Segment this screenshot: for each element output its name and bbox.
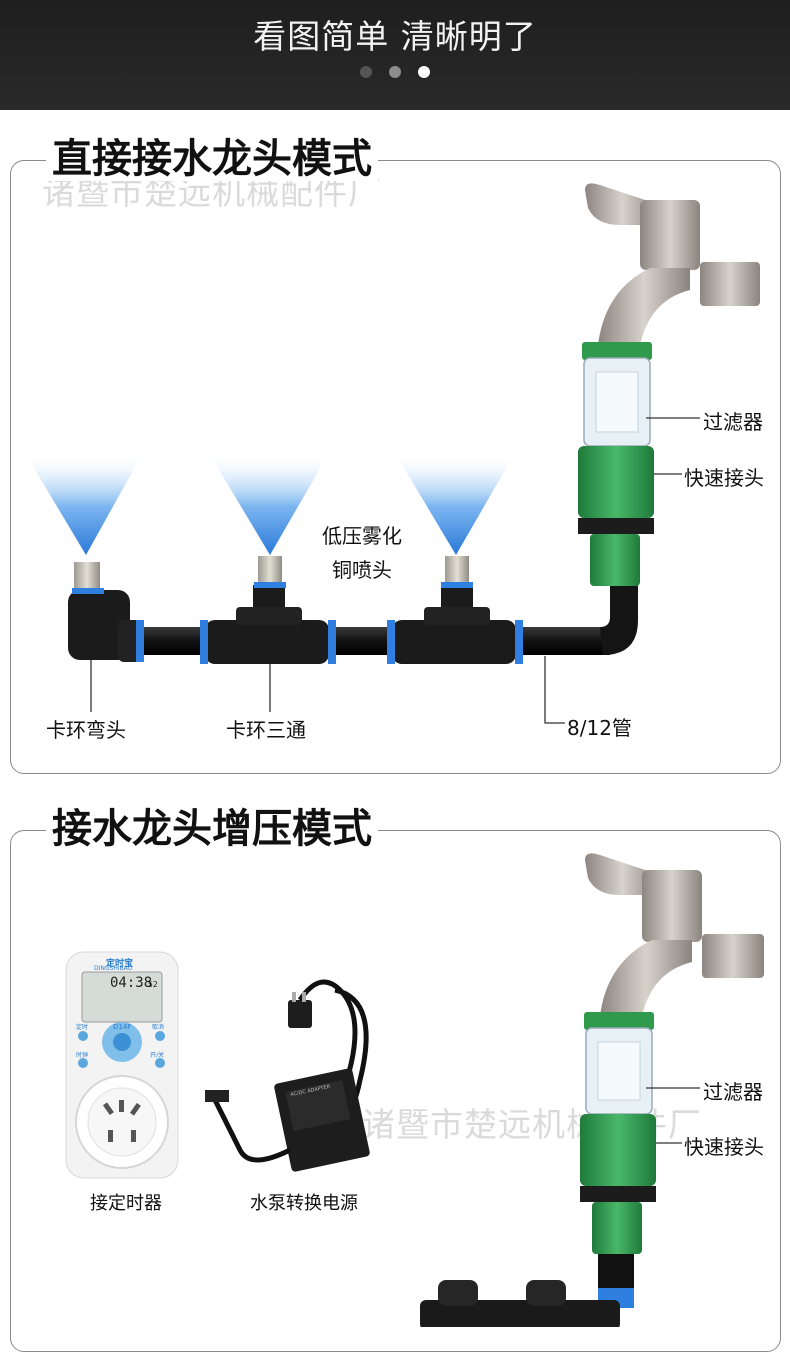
timer-display-seconds: 52 bbox=[148, 980, 158, 989]
label-filter: 过滤器 bbox=[703, 410, 763, 434]
water-pump bbox=[420, 1254, 634, 1327]
pipe-8-12 bbox=[110, 580, 638, 655]
label-timer: 接定时器 bbox=[90, 1193, 162, 1214]
snap-elbow bbox=[68, 562, 144, 662]
timer-button-onoff: 开/关 bbox=[150, 1052, 165, 1059]
label-filter-2: 过滤器 bbox=[703, 1080, 763, 1104]
leader-lines-1 bbox=[90, 417, 700, 724]
leader-lines-2 bbox=[646, 1087, 700, 1144]
carousel-dot-1[interactable] bbox=[359, 66, 372, 78]
header-title: 看图简单 清晰明了 bbox=[253, 17, 537, 56]
faucet-1 bbox=[585, 183, 760, 345]
label-nozzle-line2: 铜喷头 bbox=[332, 558, 392, 582]
faucet-2 bbox=[585, 853, 764, 1016]
power-adapter bbox=[205, 979, 370, 1172]
carousel-dots bbox=[0, 63, 790, 82]
timer-device bbox=[65, 951, 179, 1179]
timer-button-set: 定时 bbox=[76, 1024, 89, 1031]
carousel-dot-2[interactable] bbox=[389, 66, 401, 78]
quick-connector-2 bbox=[580, 1114, 656, 1254]
snap-tee-2 bbox=[387, 556, 523, 664]
label-elbow: 卡环弯头 bbox=[46, 718, 126, 742]
page-header: 看图简单 清晰明了 bbox=[0, 0, 790, 110]
section-title-direct: 直接接水龙头模式 bbox=[46, 137, 378, 181]
timer-display-time: 04:38 bbox=[110, 975, 153, 991]
label-quick-connector: 快速接头 bbox=[684, 466, 764, 490]
label-power: 水泵转换电源 bbox=[250, 1193, 358, 1214]
mist-spray-1 bbox=[28, 458, 140, 555]
timer-model: D14F bbox=[113, 1023, 132, 1031]
section-title-booster: 接水龙头增压模式 bbox=[46, 807, 378, 851]
label-nozzle-line1: 低压雾化 bbox=[322, 524, 402, 548]
timer-button-clock: 时钟 bbox=[76, 1052, 89, 1059]
carousel-dot-3-active[interactable] bbox=[418, 66, 431, 78]
mist-spray-2 bbox=[212, 458, 326, 555]
section-direct-faucet bbox=[10, 160, 781, 774]
label-tee: 卡环三通 bbox=[226, 718, 306, 742]
timer-brand: 定时宝 bbox=[106, 959, 134, 969]
filter-2 bbox=[584, 1012, 654, 1115]
timer-brand-en: DINGSHIBAO bbox=[94, 965, 133, 972]
quick-connector-1 bbox=[578, 446, 654, 586]
timer-button-cancel: 取消 bbox=[152, 1024, 165, 1031]
mist-spray-3 bbox=[398, 458, 512, 555]
filter-1 bbox=[582, 342, 652, 447]
label-pipe: 8/12管 bbox=[567, 716, 632, 740]
snap-tee-1 bbox=[200, 556, 336, 664]
label-quick-connector-2: 快速接头 bbox=[684, 1135, 764, 1159]
